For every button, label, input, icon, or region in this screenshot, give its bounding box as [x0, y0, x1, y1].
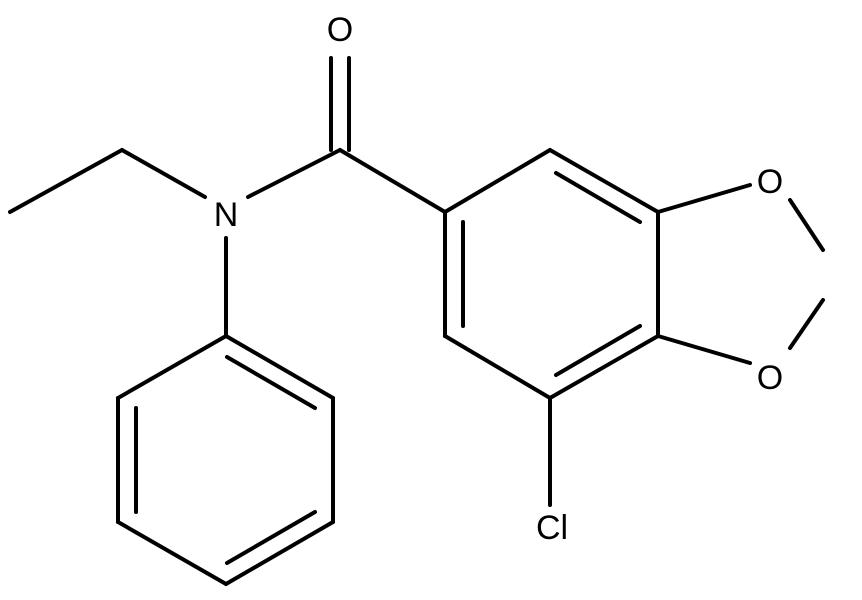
bond-ring-a5: [443, 334, 552, 400]
atom-o-dioxole-top: O: [757, 163, 783, 201]
bond-n-carbonyl-c: [246, 148, 342, 199]
bond-ph-6: [116, 334, 228, 400]
bond-o-bottom-ring: [656, 334, 752, 365]
bond-ch2-o-bottom: [788, 298, 825, 350]
atom-n-amide: N: [214, 196, 239, 234]
bond-ring-a1: [443, 148, 552, 214]
bond-ph-1: [224, 334, 335, 400]
atom-o-carbonyl: O: [327, 11, 353, 49]
bond-ethyl-ch3-ch2: [8, 148, 124, 214]
bond-ring-a2-inner: [554, 171, 642, 224]
bond-ring-a2: [548, 148, 660, 214]
bond-ring-a4-inner: [554, 324, 642, 377]
atom-cl: Cl: [536, 509, 568, 547]
bond-ph-1-inner: [225, 355, 317, 410]
bond-ph-4: [116, 520, 228, 586]
bond-ph-3-inner: [225, 510, 317, 565]
bond-ring-a4: [548, 334, 660, 400]
bond-ph-3: [224, 520, 335, 586]
bond-ethyl-ch2-n: [120, 148, 207, 199]
bond-carbonyl-ring: [338, 148, 447, 214]
atom-o-dioxole-bottom: O: [757, 359, 783, 397]
bond-o-top-ch2: [788, 198, 825, 252]
bond-ring-o-top: [656, 183, 752, 214]
